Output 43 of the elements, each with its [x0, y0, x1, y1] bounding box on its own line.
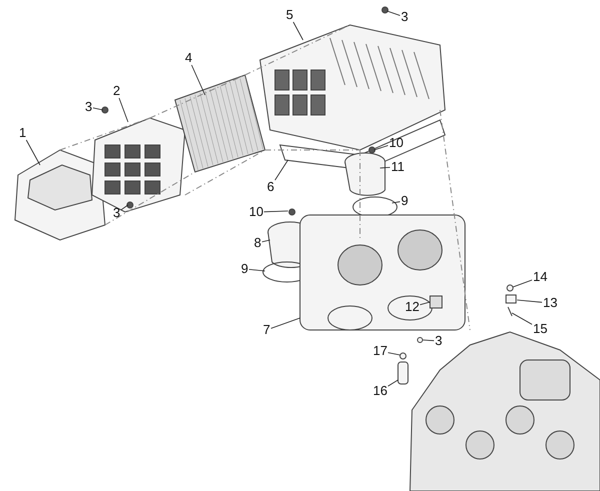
callout-number: 2 — [112, 84, 122, 98]
callout-number: 10 — [248, 205, 264, 219]
callout-number: 5 — [285, 8, 294, 22]
leader-line — [388, 380, 398, 386]
leader-line — [420, 302, 430, 306]
leader-line — [292, 22, 304, 40]
leader-line — [512, 280, 532, 288]
callout-number: 13 — [542, 296, 558, 310]
callout-number: 15 — [532, 322, 548, 336]
leader-line — [274, 160, 288, 180]
leader-line — [262, 240, 270, 242]
leader-line — [118, 98, 128, 122]
callout-number: 6 — [266, 180, 276, 194]
leader-line — [191, 64, 206, 96]
callout-number: 1 — [18, 126, 28, 140]
leader-line — [120, 204, 128, 210]
leader-line — [380, 167, 390, 168]
callout-number: 3 — [400, 10, 410, 24]
callout-number: 17 — [372, 344, 388, 358]
callout-number: 3 — [434, 334, 444, 348]
leader-line — [270, 318, 300, 329]
leader-line — [422, 340, 434, 342]
leader-line — [388, 352, 400, 356]
callout-number: 9 — [240, 262, 250, 276]
leader-line — [516, 300, 542, 303]
leader-line — [386, 10, 400, 16]
callout-number: 3 — [112, 206, 122, 220]
callout-number: 7 — [262, 323, 272, 337]
leader-line — [248, 269, 266, 272]
leader-line — [512, 312, 532, 325]
leader-line — [92, 108, 104, 110]
callout-number: 9 — [400, 194, 410, 208]
leader-line — [264, 210, 288, 212]
callout-number: 16 — [372, 384, 388, 398]
leader-line — [374, 145, 388, 150]
callout-number: 10 — [388, 136, 404, 150]
callout-number: 11 — [390, 160, 406, 174]
callout-number: 8 — [253, 236, 262, 250]
callout-number: 4 — [184, 51, 194, 65]
leader-line — [26, 140, 40, 166]
callout-number: 3 — [84, 100, 94, 114]
leader-line — [392, 201, 400, 204]
callout-number: 14 — [532, 270, 548, 284]
